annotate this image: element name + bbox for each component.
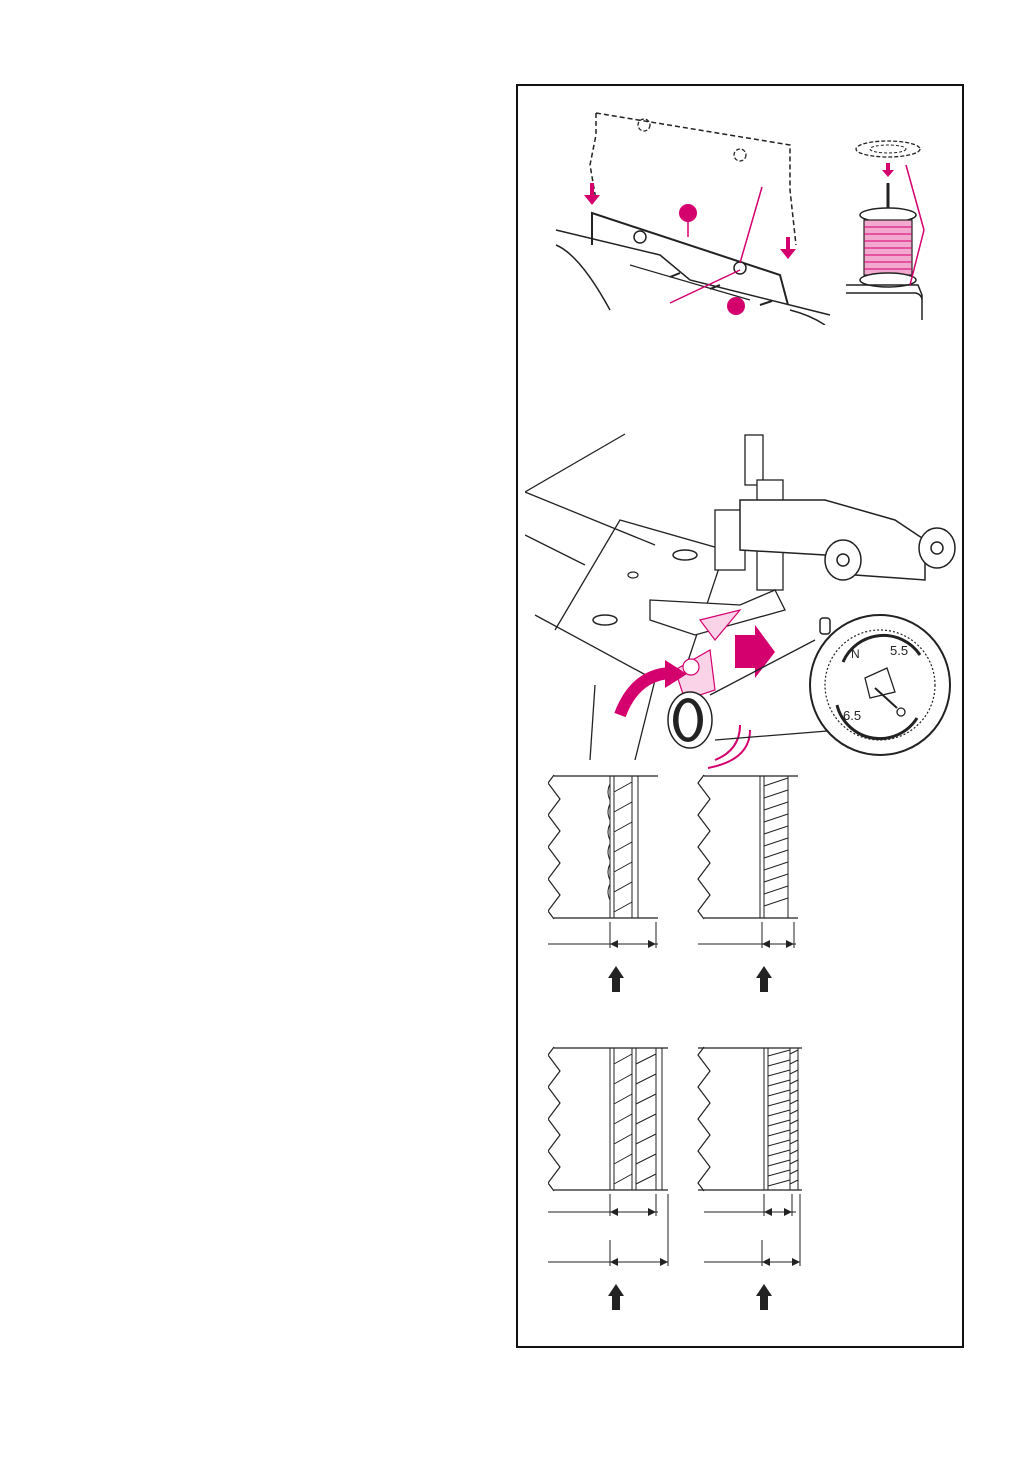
callout-dot-1 [679,204,697,222]
stitch-sample-1 [548,775,658,992]
stitch-sample-4 [698,1047,802,1310]
stitch-sample-2 [698,775,798,992]
dial-label-n: N [851,647,860,661]
dial-label-6-5: 6.5 [843,708,861,723]
cutting-width-figure: 5.5 N 6.5 [525,430,960,775]
thread-guide-figure [540,105,840,325]
callout-dot-2 [727,297,745,315]
dial-label-5-5: 5.5 [890,643,908,658]
stitch-sample-3 [548,1047,668,1310]
spool-figure [840,135,940,325]
stitch-samples [548,772,808,1312]
